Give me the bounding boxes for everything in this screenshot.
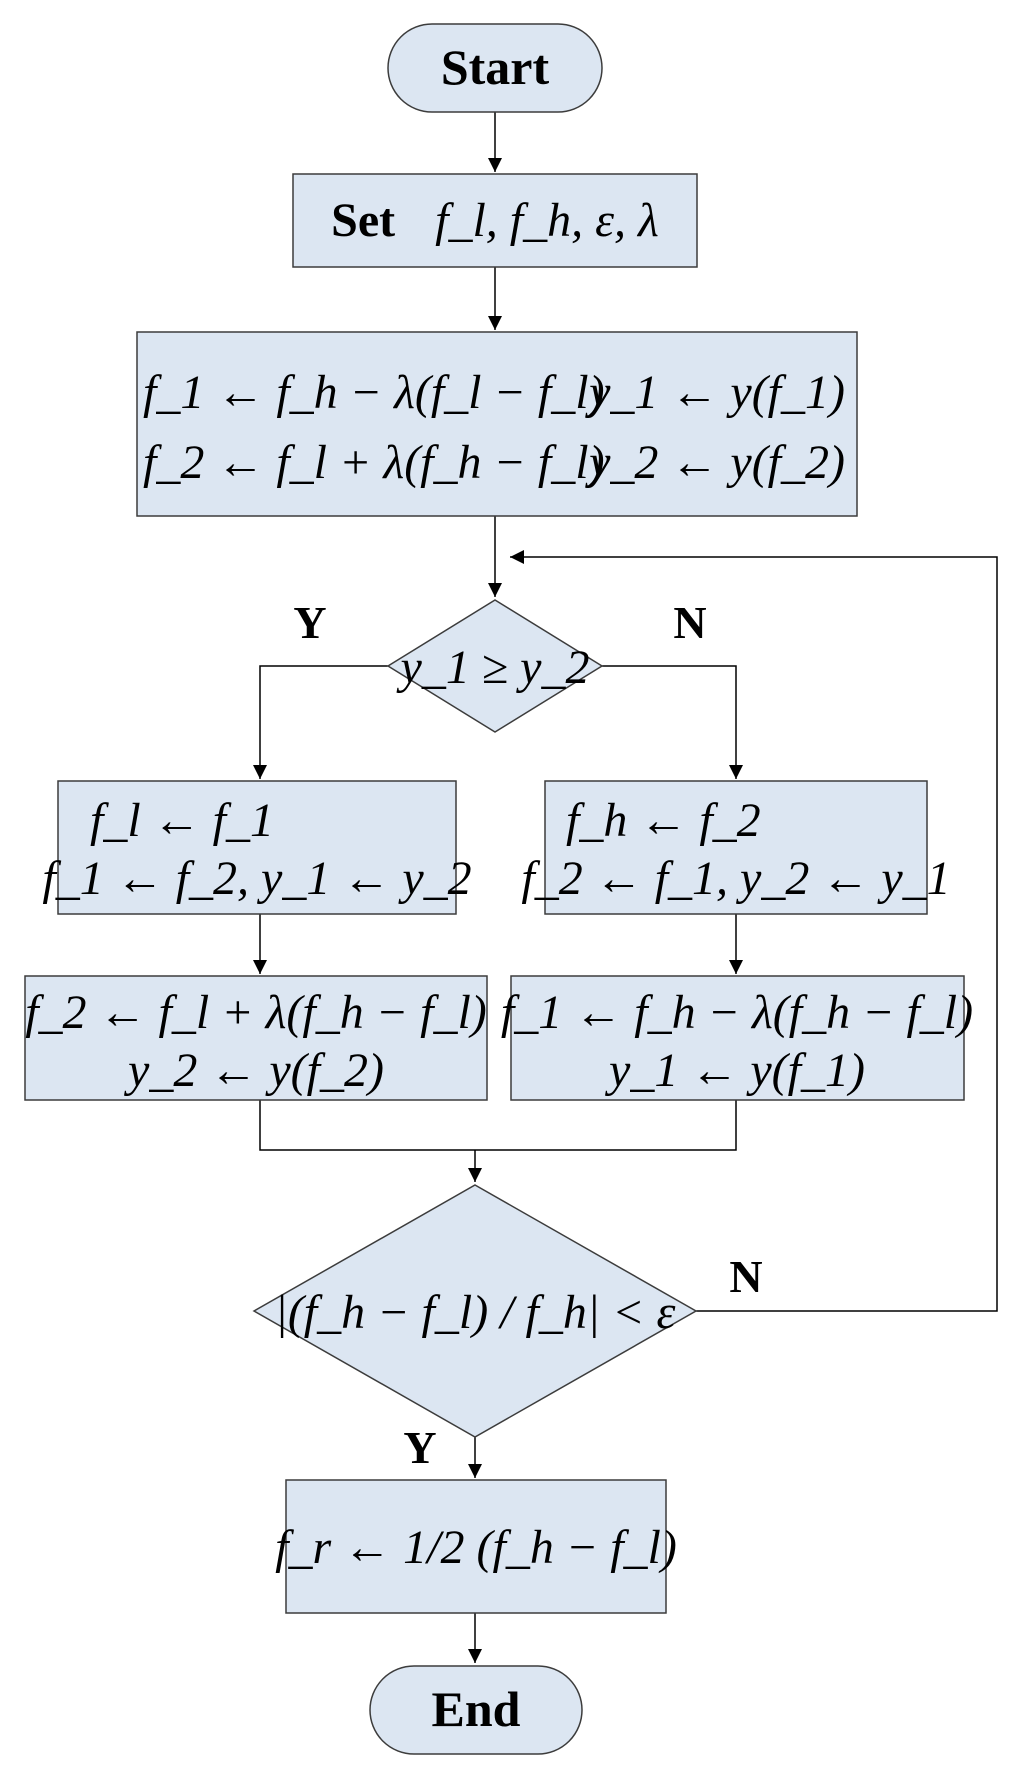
arrow-compare-yes [253, 665, 388, 779]
start-label: Start [441, 39, 550, 95]
yes-eval-line2: y_2 ← y(f_2) [123, 1044, 384, 1097]
yes-eval-line1: f_2 ← f_l + λ(f_h − f_l) [25, 986, 487, 1039]
no-update-line1: f_h ← f_2 [566, 794, 761, 847]
set-params: f_l, f_h, ε, λ [435, 194, 659, 247]
init-line2-left: f_2 ← f_l + λ(f_h − f_l) [143, 436, 605, 489]
no-eval-line1: f_1 ← f_h − λ(f_h − f_l) [501, 986, 973, 1039]
end-terminal: End [369, 1665, 583, 1755]
yes-update-line1: f_l ← f_1 [90, 794, 274, 847]
arrow-converge-no-loop [510, 550, 998, 1312]
set-step: Set f_l, f_h, ε, λ [292, 173, 698, 268]
compare-no-label: N [673, 597, 706, 648]
start-terminal: Start [387, 23, 603, 113]
compare-decision: y_1 ≥ y_2 Y N [293, 597, 707, 733]
converge-no-label: N [729, 1251, 762, 1302]
no-update-line2: f_2 ← f_1, y_2 ← y_1 [521, 852, 950, 905]
no-eval-step: f_1 ← f_h − λ(f_h − f_l) y_1 ← y(f_1) [501, 975, 973, 1101]
no-update-step: f_h ← f_2 f_2 ← f_1, y_2 ← y_1 [521, 780, 951, 915]
converge-yes-label: Y [403, 1422, 436, 1473]
init-line1-left: f_1 ← f_h − λ(f_l − f_l) [143, 366, 605, 419]
yes-update-step: f_l ← f_1 f_1 ← f_2, y_1 ← y_2 [42, 780, 472, 915]
converge-decision: |(f_h − f_l) / f_h| < ε N Y [252, 1184, 763, 1473]
no-eval-line2: y_1 ← y(f_1) [604, 1044, 865, 1097]
converge-condition: |(f_h − f_l) / f_h| < ε [275, 1286, 676, 1339]
result-formula: f_r ← 1/2 (f_h − f_l) [275, 1521, 677, 1574]
svg-text:Set f_l, f_h, ε, λ: Set f_l, f_h, ε, λ [331, 194, 659, 247]
connectors [253, 112, 998, 1663]
result-step: f_r ← 1/2 (f_h − f_l) [275, 1479, 677, 1614]
merge-line [259, 1100, 737, 1151]
yes-eval-step: f_2 ← f_l + λ(f_h − f_l) y_2 ← y(f_2) [24, 975, 488, 1101]
init-line1-right: y_1 ← y(f_1) [584, 366, 845, 419]
compare-condition: y_1 ≥ y_2 [396, 641, 590, 694]
end-label: End [432, 1681, 521, 1737]
compare-yes-label: Y [293, 597, 326, 648]
init-line2-right: y_2 ← y(f_2) [584, 436, 845, 489]
yes-update-line2: f_1 ← f_2, y_1 ← y_2 [42, 852, 471, 905]
arrow-compare-no [602, 665, 743, 779]
init-step: f_1 ← f_h − λ(f_l − f_l) y_1 ← y(f_1) f_… [136, 331, 858, 517]
set-keyword: Set [331, 194, 395, 247]
